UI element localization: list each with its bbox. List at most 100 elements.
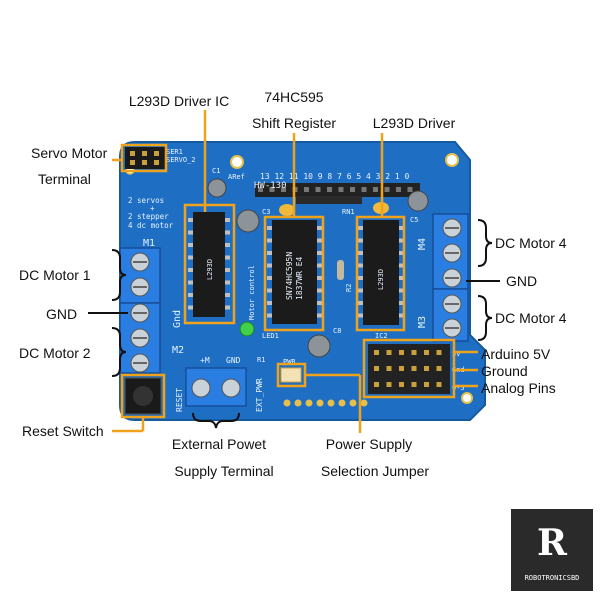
chip-pin [267,276,272,280]
l293d-right-chip [363,220,399,325]
analog-range-label: 0-5 [452,384,465,392]
analog-pin [399,382,404,387]
label-l293d-left: L293D Driver IC [128,93,230,109]
chip-pin [225,218,230,222]
brace-dc-motor-4-top [477,219,493,267]
chip-pin [358,263,363,268]
chip-left-label: L293D [206,259,214,280]
analog-pin [424,382,429,387]
servo-info-1: 2 servos [128,196,164,205]
servo-info-2: + [150,204,155,213]
label-dc-motor-4-bottom: DC Motor 4 [495,310,567,326]
servo-pin [154,151,159,156]
r2-label: R2 [345,284,353,292]
header-hole [350,187,355,192]
label-servo-motor: Servo Motor [31,145,108,161]
m3-label: M3 [417,316,428,328]
analog-pin [374,350,379,355]
chip-pin [399,238,404,243]
label-ground: Ground [481,363,528,379]
screw [191,378,211,398]
brace-dc-motor-4-bottom [477,295,493,341]
analog-pin [424,350,429,355]
chip-pin [399,226,404,230]
l293d-left-chip [193,212,225,317]
callout-box-l293d-right [355,215,406,332]
ext-pwr-label: EXT_PWR [255,378,264,412]
c1-label: C1 [212,167,220,175]
chip-pin [225,268,230,272]
plus-m-label: +M [200,356,210,365]
header-hole [384,187,390,192]
mounting-hole [230,155,244,169]
header-hole [327,187,332,192]
analog-pin [386,366,392,371]
label-arduino-5v: Arduino 5V [481,346,551,362]
ceramic-cap [279,204,295,216]
r1-label: R1 [257,356,265,364]
chip-pin [188,255,193,260]
pad [305,399,313,407]
analog-pin [424,366,429,371]
c5-label: C5 [410,216,418,224]
ser1-label: SER1 [166,148,183,156]
chip-pin [317,276,322,280]
servo-info-4: 4 dc motor [128,221,174,230]
m4-label: M4 [417,238,428,250]
analog-pin [386,350,392,355]
mounting-hole [445,153,459,167]
chip-pin [399,263,404,268]
chip-pin [317,288,322,293]
motor-control-label: Motor control [248,265,256,320]
header-hole [373,187,378,192]
label-l293d-right: L293D Driver [372,115,456,131]
pin-numbers: 13 12 11 10 9 8 7 6 5 4 3 2 1 0 [260,172,409,181]
label-dc-motor-2: DC Motor 2 [19,345,91,361]
pad [294,399,302,407]
label-gnd-right: GND [506,273,538,289]
chip-pin [188,230,193,235]
servo-pin [154,160,159,165]
label-reset-switch: Reset Switch [22,423,104,439]
mounting-hole [461,392,473,404]
chip-pin [267,313,272,318]
rn1-label: RN1 [342,208,355,216]
chip-pin [225,255,230,260]
label-shift-desc: Shift Register [251,115,337,131]
reset-label: RESET [175,388,184,412]
label-dc-motor-1: DC Motor 1 [19,267,91,283]
screw [221,378,241,398]
label-shift-name: 74HC595 [264,89,324,105]
callout-box-servo [120,143,168,173]
capacitor-c5 [407,190,429,212]
chip-pin [188,280,193,285]
header-hole [304,187,309,192]
pad [338,399,346,407]
chip-pin [225,305,230,310]
chip-mid-label-2: 1837WR E4 [295,256,304,300]
label-servo-terminal: Terminal [38,171,91,187]
resistor-network-rn1 [296,196,362,204]
resistor-r2 [337,260,344,280]
c3-label: C3 [262,208,270,216]
servo2-label: SERVO_2 [166,156,196,164]
power-jumper [280,367,302,383]
pad [327,399,335,407]
header-hole [269,187,275,192]
capacitor-c8 [307,334,331,358]
chip-pin [399,276,404,280]
label-ext-power-2: Supply Terminal [174,463,274,479]
chip-pin [317,263,322,268]
chip-pin [399,288,404,293]
analog-pin [399,350,404,355]
callout-box-analog [362,338,456,399]
label-gnd-left: GND [46,306,78,322]
brace-dc-motor-1 [111,249,127,301]
servo-info-3: 2 stepper [128,212,169,221]
chip-pin [358,288,363,293]
capacitor-c3 [236,209,260,233]
analog-pin [374,366,379,371]
chip-pin [317,301,322,305]
chip-pin [267,301,272,305]
